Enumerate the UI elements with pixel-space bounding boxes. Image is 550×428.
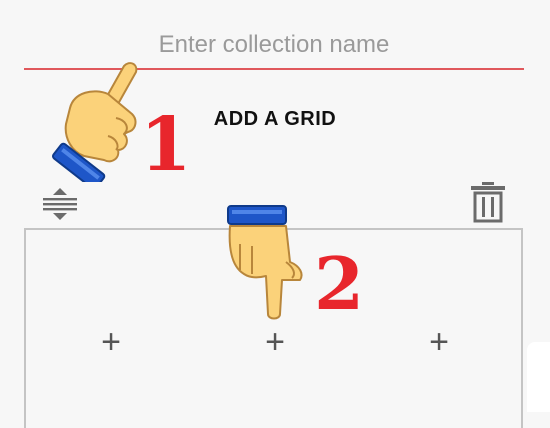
grid-cell-add[interactable]: + (101, 323, 121, 361)
step-number-2: 2 (314, 241, 365, 326)
pointing-hand-icon (227, 205, 303, 320)
grid-cell-add[interactable]: + (429, 323, 449, 361)
edge-panel (527, 342, 550, 412)
add-grid-button[interactable]: ADD A GRID (213, 108, 337, 130)
trash-icon[interactable] (468, 180, 508, 224)
collection-name-input[interactable] (24, 22, 524, 70)
grid-cell-add[interactable]: + (265, 323, 285, 361)
pointing-hand-icon (52, 62, 138, 182)
step-number-1: 1 (140, 102, 192, 188)
reorder-icon[interactable] (40, 184, 80, 224)
